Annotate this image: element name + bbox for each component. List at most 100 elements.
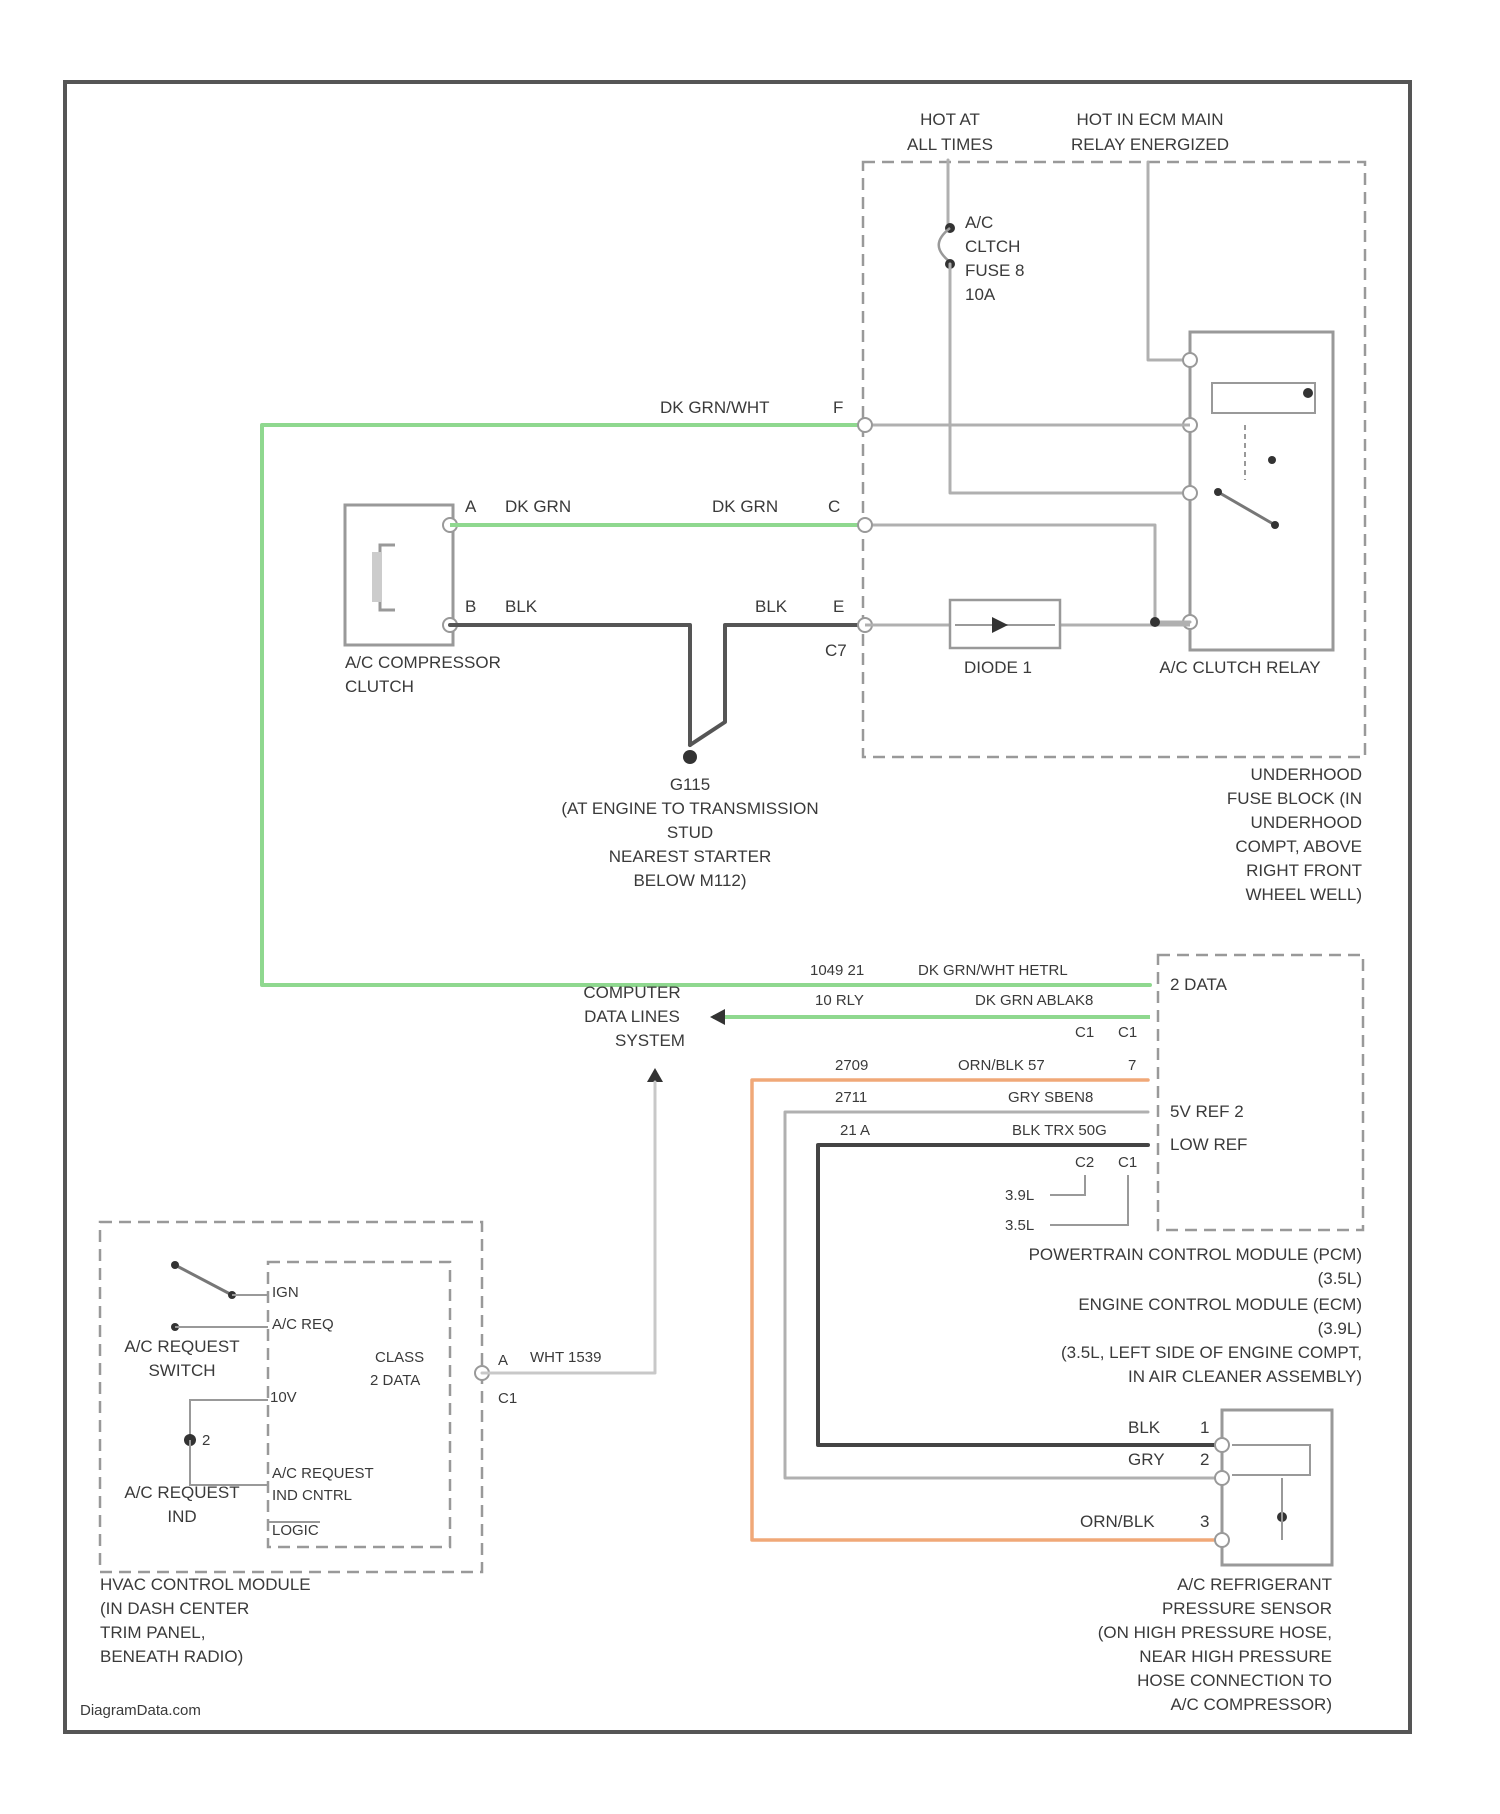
pcm-label-6: IN AIR CLEANER ASSEMBLY) <box>1128 1367 1362 1386</box>
ground-label-5: BELOW M112) <box>633 871 746 890</box>
hvac-pin-a-label: A <box>498 1352 508 1369</box>
request-switch-arm <box>175 1265 232 1295</box>
ecm-relay-feed-wire <box>1148 162 1190 360</box>
engine-35-label: 3.9L <box>1005 1187 1034 1204</box>
hot-at-all-times-label-2: ALL TIMES <box>907 135 993 154</box>
fuse-label-3: FUSE 8 <box>965 261 1025 280</box>
relay-contact-dot <box>1268 456 1276 464</box>
fuse-block-pin-f <box>858 418 872 432</box>
hvac-class2-label-2: 2 DATA <box>370 1372 420 1389</box>
pcm-5v-ref-label: 5V REF 2 <box>1170 1102 1244 1121</box>
fuse-block-label-6: WHEEL WELL) <box>1245 885 1362 904</box>
sensor-wire-3-color: ORN/BLK <box>1080 1512 1155 1531</box>
relay-coil <box>1212 383 1315 413</box>
engine-39-lead <box>1050 1175 1128 1225</box>
pcm-label-4: (3.9L) <box>1318 1319 1362 1338</box>
hvac-label-2: (IN DASH CENTER <box>100 1599 249 1618</box>
hvac-pin-2-label: 2 <box>202 1432 210 1449</box>
sensor-pin-1 <box>1215 1438 1229 1452</box>
dk-grn-wht-top-label: DK GRN/WHT <box>660 398 770 417</box>
blk-comp-label: BLK <box>505 597 538 616</box>
compressor-label-1: A/C COMPRESSOR <box>345 653 501 672</box>
pcm-wire-4-circuit: 2711 <box>835 1089 867 1106</box>
hvac-class2-label-1: CLASS <box>375 1349 424 1366</box>
engine-39-label: 3.5L <box>1005 1217 1034 1234</box>
pressure-sensor-body <box>1222 1410 1332 1565</box>
compressor-coil-winding <box>372 552 382 602</box>
relay-pin-1 <box>1183 353 1197 367</box>
pcm-conn-1: C1 <box>1075 1024 1094 1041</box>
hvac-logic-label: LOGIC <box>272 1522 319 1539</box>
pcm-conn-c2: C2 <box>1075 1154 1094 1171</box>
compressor-label-2: CLUTCH <box>345 677 414 696</box>
footer-watermark: DiagramData.com <box>80 1702 201 1719</box>
fuse-block-label-4: COMPT, ABOVE <box>1235 837 1362 856</box>
compressor-coil <box>380 545 395 610</box>
clutch-relay-body <box>1190 332 1333 650</box>
sensor-wire-1-pin: 1 <box>1200 1418 1209 1437</box>
dk-grn-comp-label: DK GRN <box>505 497 571 516</box>
fuse-label-2: CLTCH <box>965 237 1020 256</box>
sensor-label-4: NEAR HIGH PRESSURE <box>1139 1647 1332 1666</box>
hvac-ind-ctrl-label-2: IND CNTRL <box>272 1487 352 1504</box>
hvac-label-1: HVAC CONTROL MODULE <box>100 1575 311 1594</box>
engine-35-lead <box>1050 1175 1085 1195</box>
diode-label: DIODE 1 <box>964 658 1032 677</box>
ground-dot <box>683 750 697 764</box>
request-switch-label-2: SWITCH <box>148 1361 215 1380</box>
fuse-element <box>939 228 950 262</box>
data-lines-label-1: COMPUTER <box>583 983 680 1002</box>
pcm-wire-4-color: GRY SBEN8 <box>1008 1089 1093 1106</box>
pcm-low-ref-label: LOW REF <box>1170 1135 1247 1154</box>
data-arrow <box>710 1009 725 1025</box>
hot-at-all-times-label-1: HOT AT <box>920 110 980 129</box>
dk-grn-wht-wire <box>262 425 1150 985</box>
data-lines-label-2: DATA LINES <box>584 1007 680 1026</box>
ground-label-4: NEAREST STARTER <box>609 847 771 866</box>
ground-label-3: STUD <box>667 823 713 842</box>
pcm-wire-1-circuit: 1049 21 <box>810 962 864 979</box>
clutch-relay-label: A/C CLUTCH RELAY <box>1159 658 1320 677</box>
sensor-wire-3-pin: 3 <box>1200 1512 1209 1531</box>
blk-compressor-wire <box>450 625 690 745</box>
compressor-clutch-body <box>345 505 453 645</box>
fuse-block-label-2: FUSE BLOCK (IN <box>1227 789 1362 808</box>
compressor-pin-a-label: A <box>465 497 477 516</box>
pcm-wire-1-color: DK GRN/WHT HETRL <box>918 962 1068 979</box>
request-switch-label-1: A/C REQUEST <box>124 1337 239 1356</box>
relay-coil-dot <box>1303 388 1313 398</box>
hvac-10v-label: 10V <box>270 1389 297 1406</box>
pcm-wire-5-color: BLK TRX 50G <box>1012 1122 1107 1139</box>
pin-e-label: E <box>833 597 844 616</box>
hvac-label-3: TRIM PANEL, <box>100 1623 205 1642</box>
fuse-block-label-3: UNDERHOOD <box>1251 813 1362 832</box>
hvac-label-4: BENEATH RADIO) <box>100 1647 243 1666</box>
request-ind-label-1: A/C REQUEST <box>124 1483 239 1502</box>
relay-switch-arm <box>1218 492 1275 525</box>
pressure-sensor-element <box>1232 1445 1310 1475</box>
sensor-label-5: HOSE CONNECTION TO <box>1137 1671 1332 1690</box>
hvac-wire-label: WHT 1539 <box>530 1349 601 1366</box>
pcm-pin-7: 7 <box>1128 1057 1136 1074</box>
relay-switch-dot <box>1214 488 1222 496</box>
compressor-pin-b-label: B <box>465 597 476 616</box>
pcm-label-5: (3.5L, LEFT SIDE OF ENGINE COMPT, <box>1061 1343 1362 1362</box>
pcm-wire-3-color: ORN/BLK 57 <box>958 1057 1045 1074</box>
pcm-label-1: POWERTRAIN CONTROL MODULE (PCM) <box>1029 1245 1362 1264</box>
diode-junction-dot <box>1150 617 1160 627</box>
conn-c7-label: C7 <box>825 641 847 660</box>
pcm-conn-2: C1 <box>1118 1024 1137 1041</box>
pcm-label-2: (3.5L) <box>1318 1269 1362 1288</box>
pcm-wire-5-circuit: 21 A <box>840 1122 870 1139</box>
request-switch-pivot <box>171 1261 179 1269</box>
pcm-wire-2-circuit: 10 RLY <box>815 992 864 1009</box>
ground-label-2: (AT ENGINE TO TRANSMISSION <box>561 799 818 818</box>
data-lines-up-arrow <box>647 1068 663 1082</box>
pcm-outline <box>1158 955 1363 1230</box>
pcm-wire-3-circuit: 2709 <box>835 1057 868 1074</box>
hvac-ind-ctrl-label-1: A/C REQUEST <box>272 1465 374 1482</box>
pin-c-label: C <box>828 497 840 516</box>
pcm-wire-2-color: DK GRN ABLAK8 <box>975 992 1093 1009</box>
relay-switch-end-dot <box>1271 521 1279 529</box>
